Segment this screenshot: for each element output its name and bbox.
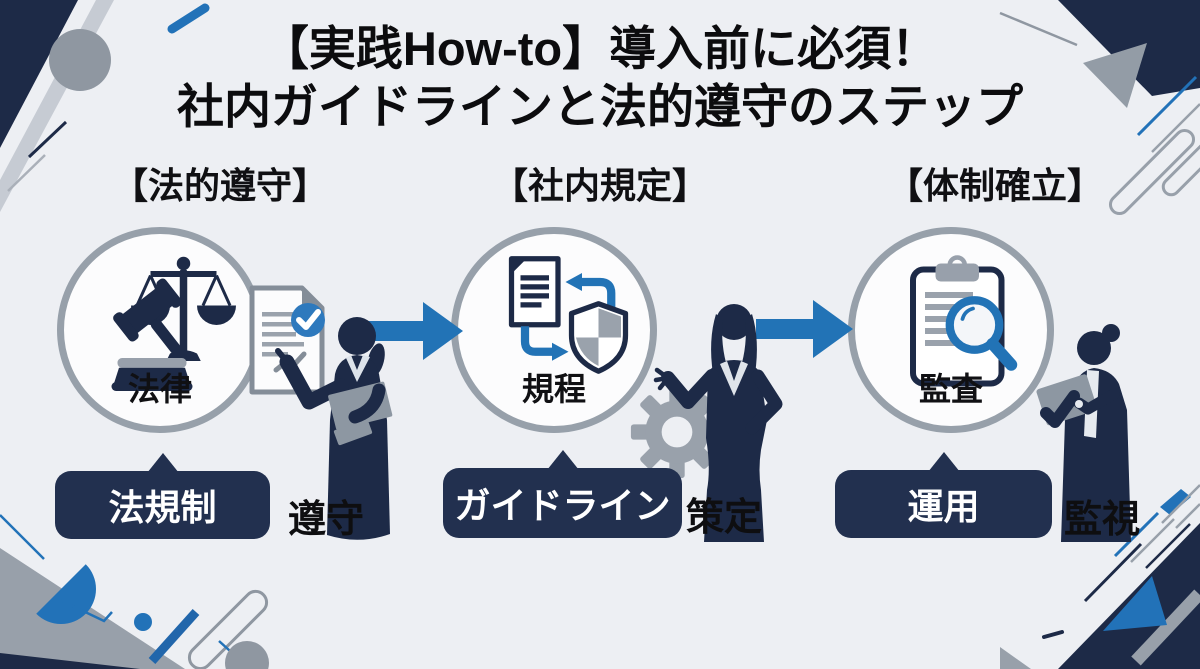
- step1-circle-label: 法律: [127, 371, 192, 407]
- step3-circle: 監査: [848, 227, 1054, 433]
- step3-action-label: 監視: [1064, 499, 1141, 541]
- step2-circle-label: 規程: [521, 371, 586, 407]
- clipboard-magnifier-icon: [910, 255, 1018, 387]
- step2-badge-label: ガイドライン: [454, 485, 671, 526]
- step1-action-label: 遵守: [288, 499, 365, 541]
- document-sync-shield-icon: [508, 256, 629, 374]
- page-title-line1: 【実践How-to】導入前に必須！: [261, 22, 939, 75]
- gavel-scales-icon: [111, 256, 236, 391]
- arrow-right-icon: [756, 300, 853, 358]
- step2-badge: ガイドライン: [443, 450, 682, 538]
- arrow-right-icon: [366, 302, 463, 360]
- businesswoman-presenting-silhouette: [653, 304, 783, 542]
- businesswoman-pointing-silhouette: [275, 317, 393, 540]
- step2-action-label: 策定: [686, 497, 763, 539]
- step1-circle: 法律: [57, 227, 263, 433]
- checked-document-icon: [249, 285, 325, 395]
- step3-badge: 運用: [835, 452, 1052, 538]
- step1-badge-label: 法規制: [108, 487, 217, 528]
- step1-header: 【法的遵守】: [111, 165, 328, 206]
- step2-circle: 規程: [451, 227, 657, 433]
- step2-header: 【社内規定】: [491, 165, 708, 206]
- step1-badge: 法規制: [55, 453, 270, 539]
- page-title: 【実践How-to】導入前に必須！ 社内ガイドラインと法的遵守のステップ: [0, 20, 1200, 136]
- step3-header: 【体制確立】: [886, 165, 1103, 206]
- step3-badge-label: 運用: [907, 486, 980, 527]
- step3-circle-label: 監査: [918, 371, 983, 407]
- businesswoman-tablet-silhouette: [1036, 324, 1131, 542]
- page-title-line2: 社内ガイドラインと法的遵守のステップ: [177, 80, 1023, 133]
